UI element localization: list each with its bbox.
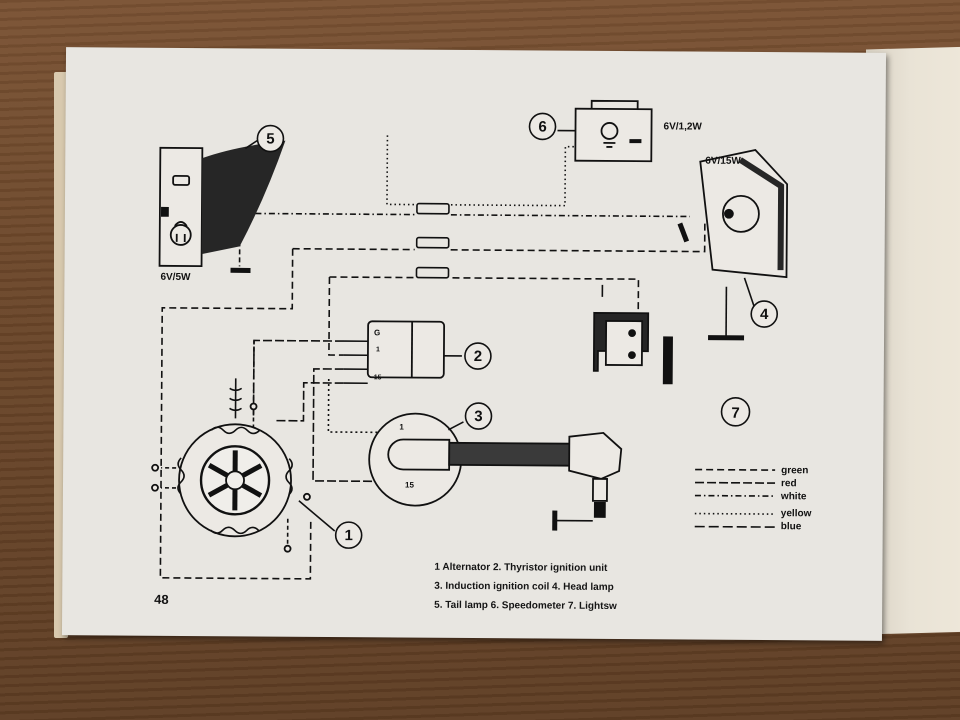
callout-1: [334, 521, 363, 549]
legend-white: white: [780, 491, 807, 502]
wire-yellow: [386, 135, 576, 207]
legend-line-green: [695, 468, 776, 471]
callout-3: [464, 402, 493, 430]
callout-2-label: 2: [474, 348, 482, 365]
callout-4-label: 4: [760, 306, 769, 323]
wire-white: [214, 212, 690, 218]
wiring-diagram: 6V/5W 6V/1,2W 6V/15W G 1: [151, 99, 812, 580]
wire-red: [329, 276, 640, 322]
wire-green-alt: [159, 248, 312, 580]
legend-line-blue: [694, 525, 775, 528]
callout-1-label: 1: [344, 527, 352, 544]
callout-2: [464, 342, 492, 370]
terminal-g: G: [374, 328, 380, 337]
wire-alt-loop: [160, 340, 289, 549]
legend-green: green: [781, 465, 808, 476]
coil-terminal-15: 15: [405, 481, 415, 490]
wires: [159, 135, 728, 580]
legend-line-red: [695, 481, 776, 484]
legend-blue: blue: [781, 521, 802, 532]
terminal-1: 1: [376, 346, 380, 353]
wire-blue-2: [273, 382, 344, 422]
ignition-coil: [368, 412, 623, 531]
tail-lamp-rating: 6V/5W: [160, 272, 191, 283]
connector-block: [415, 266, 450, 279]
callout-5: [256, 124, 285, 153]
wire-blue-3: [252, 339, 345, 419]
wire-red-2: [328, 276, 344, 356]
callout-6: [528, 112, 557, 141]
legend-yellow: yellow: [781, 508, 812, 519]
alternator: [151, 378, 311, 553]
terminal-15: 15: [374, 374, 382, 381]
wire-legend: green red white yellow blue: [694, 465, 812, 532]
connector-block: [416, 202, 450, 215]
tail-lamp: [158, 140, 286, 273]
connector-block: [415, 236, 450, 249]
manual-page: 6V/5W 6V/1,2W 6V/15W G 1: [61, 47, 887, 641]
legend-red: red: [781, 478, 797, 489]
speedometer-rating: 6V/1,2W: [663, 121, 702, 132]
head-lamp-rating: 6V/15W: [705, 156, 741, 167]
speedometer: [574, 99, 653, 163]
ignition-unit: [343, 320, 446, 385]
legend-line-yellow: [694, 512, 775, 515]
callout-5-label: 5: [266, 131, 274, 148]
caption-line: 1 Alternator 2. Thyristor ignition unit: [434, 561, 608, 574]
callouts: [244, 112, 779, 549]
page-number: 48: [154, 591, 169, 607]
wire-blue-1: [312, 368, 394, 483]
callout-numbers: 1 2 3 4 5 6 7: [266, 118, 769, 544]
callout-6-label: 6: [538, 118, 546, 135]
figure-caption: 1 Alternator 2. Thyristor ignition unit …: [434, 558, 754, 617]
wire-coil-15: [327, 378, 394, 434]
coil-terminal-1: 1: [399, 422, 404, 431]
caption-line: 3. Induction ignition coil 4. Head lamp: [434, 580, 614, 593]
callout-4: [750, 300, 779, 328]
head-lamp: [677, 148, 789, 341]
legend-line-white: [694, 494, 775, 497]
caption-line: 5. Tail lamp 6. Speedometer 7. Lightsw: [434, 599, 617, 613]
connectors: [415, 202, 450, 279]
callout-7-label: 7: [731, 405, 739, 422]
callout-3-label: 3: [474, 408, 482, 425]
callout-7: [720, 397, 751, 427]
wire-green-main: [292, 221, 706, 253]
light-switch: [592, 311, 673, 385]
